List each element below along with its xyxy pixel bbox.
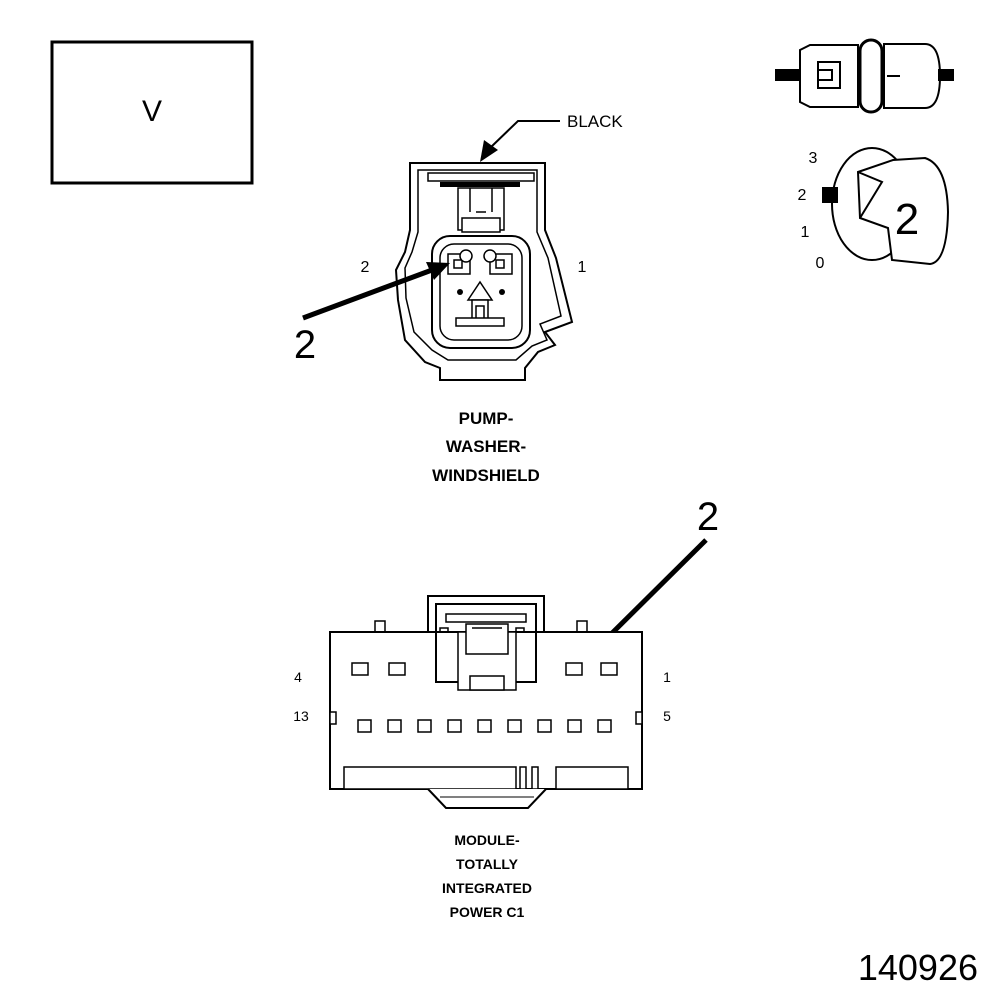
module-name-line-3: INTEGRATED: [442, 880, 532, 896]
module-name-line-1: MODULE-: [454, 832, 520, 848]
pump-washer-connector: BLACK 2 1 2 PUMP- WASHER- W: [294, 112, 624, 485]
legend-callout: 2: [895, 195, 919, 244]
module-pin-5-label: 5: [663, 708, 671, 724]
view-box: V: [50, 40, 254, 185]
module-name-line-2: TOTALLY: [456, 856, 519, 872]
position-indicator-icon: 3 2 1 0 2: [798, 147, 950, 272]
module-connector: 2: [293, 495, 719, 920]
pump-color-label: BLACK: [567, 112, 623, 131]
module-callout: 2: [697, 495, 719, 539]
pump-name-line-2: WASHER-: [446, 437, 526, 456]
module-pin-4-label: 4: [294, 669, 302, 685]
pump-name-line-1: PUMP-: [459, 409, 514, 428]
module-pin-13-label: 13: [293, 708, 309, 724]
module-name-line-4: POWER C1: [450, 904, 525, 920]
position-label-0: 0: [816, 255, 825, 272]
connector-side-view-icon: [775, 38, 954, 114]
position-label-3: 3: [809, 150, 818, 167]
position-label-2: 2: [798, 187, 807, 204]
pump-callout: 2: [294, 323, 316, 367]
view-box-label: V: [142, 95, 162, 128]
pump-name-line-3: WINDSHIELD: [432, 466, 540, 485]
module-pin-1-label: 1: [663, 669, 671, 685]
figure-number: 140926: [858, 947, 978, 988]
pump-pin-1-label: 1: [578, 259, 587, 276]
pump-pin-2-label: 2: [361, 259, 370, 276]
position-label-1: 1: [801, 224, 810, 241]
